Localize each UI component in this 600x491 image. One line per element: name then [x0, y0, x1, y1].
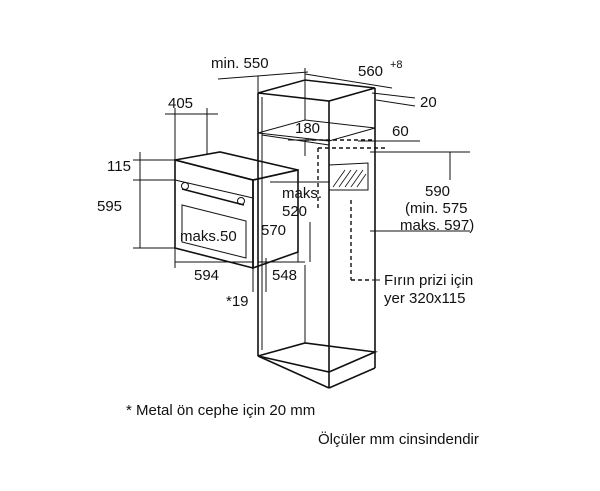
oven-control-panel	[174, 179, 254, 199]
ventilation-hatching	[332, 169, 367, 188]
label-min-550: min. 550	[211, 55, 269, 72]
cabinet-top-face	[257, 79, 376, 102]
cabinet-bottom-face	[257, 342, 378, 373]
label-560-sup: +8	[390, 59, 403, 71]
label-60: 60	[392, 123, 409, 140]
footnote-units: Ölçüler mm cinsindendir	[318, 430, 479, 448]
label-590: 590	[425, 183, 450, 200]
cabinet-drawing	[257, 79, 388, 389]
label-20: 20	[420, 94, 437, 111]
dim-line-min-550	[217, 71, 309, 80]
label-maks-597: maks. 597)	[400, 217, 474, 234]
label-180: 180	[295, 120, 320, 137]
cabinet-shelf	[257, 119, 376, 142]
label-socket-line1: Fırın prizi için	[384, 272, 473, 289]
dimension-lines	[133, 68, 470, 292]
dimension-labels: min. 550 560 +8 20 405 180 60 115 maks. …	[97, 55, 474, 310]
cabinet-bottom-front	[257, 355, 330, 389]
label-594: 594	[194, 267, 219, 284]
label-595: 595	[97, 198, 122, 215]
label-115: 115	[107, 158, 131, 175]
label-405: 405	[168, 95, 193, 112]
oven-front	[174, 158, 254, 270]
dim-line-20-a	[371, 92, 416, 99]
label-548: 548	[272, 267, 297, 284]
oven-knob-right	[237, 197, 245, 205]
footnote-metal: * Metal ön cephe için 20 mm	[126, 402, 315, 419]
dim-line-560	[304, 73, 393, 89]
label-570: 570	[261, 222, 286, 239]
cabinet-bottom-right	[328, 367, 376, 389]
oven-handle	[181, 188, 245, 206]
label-min-575: (min. 575	[405, 200, 468, 217]
label-520: 520	[282, 203, 307, 220]
label-560: 560	[358, 63, 383, 80]
ventilation-block	[328, 162, 369, 191]
label-star-19: *19	[226, 293, 249, 310]
oven-knob-left	[181, 182, 189, 190]
label-socket-line2: yer 320x115	[384, 290, 465, 307]
footnotes: * Metal ön cephe için 20 mm Ölçüler mm c…	[126, 402, 479, 448]
oven-window	[181, 204, 247, 259]
dim-line-20-b	[375, 99, 416, 107]
label-maks-50: maks.50	[180, 228, 237, 245]
oven-drawing	[174, 151, 299, 270]
label-maks: maks.	[282, 185, 322, 202]
